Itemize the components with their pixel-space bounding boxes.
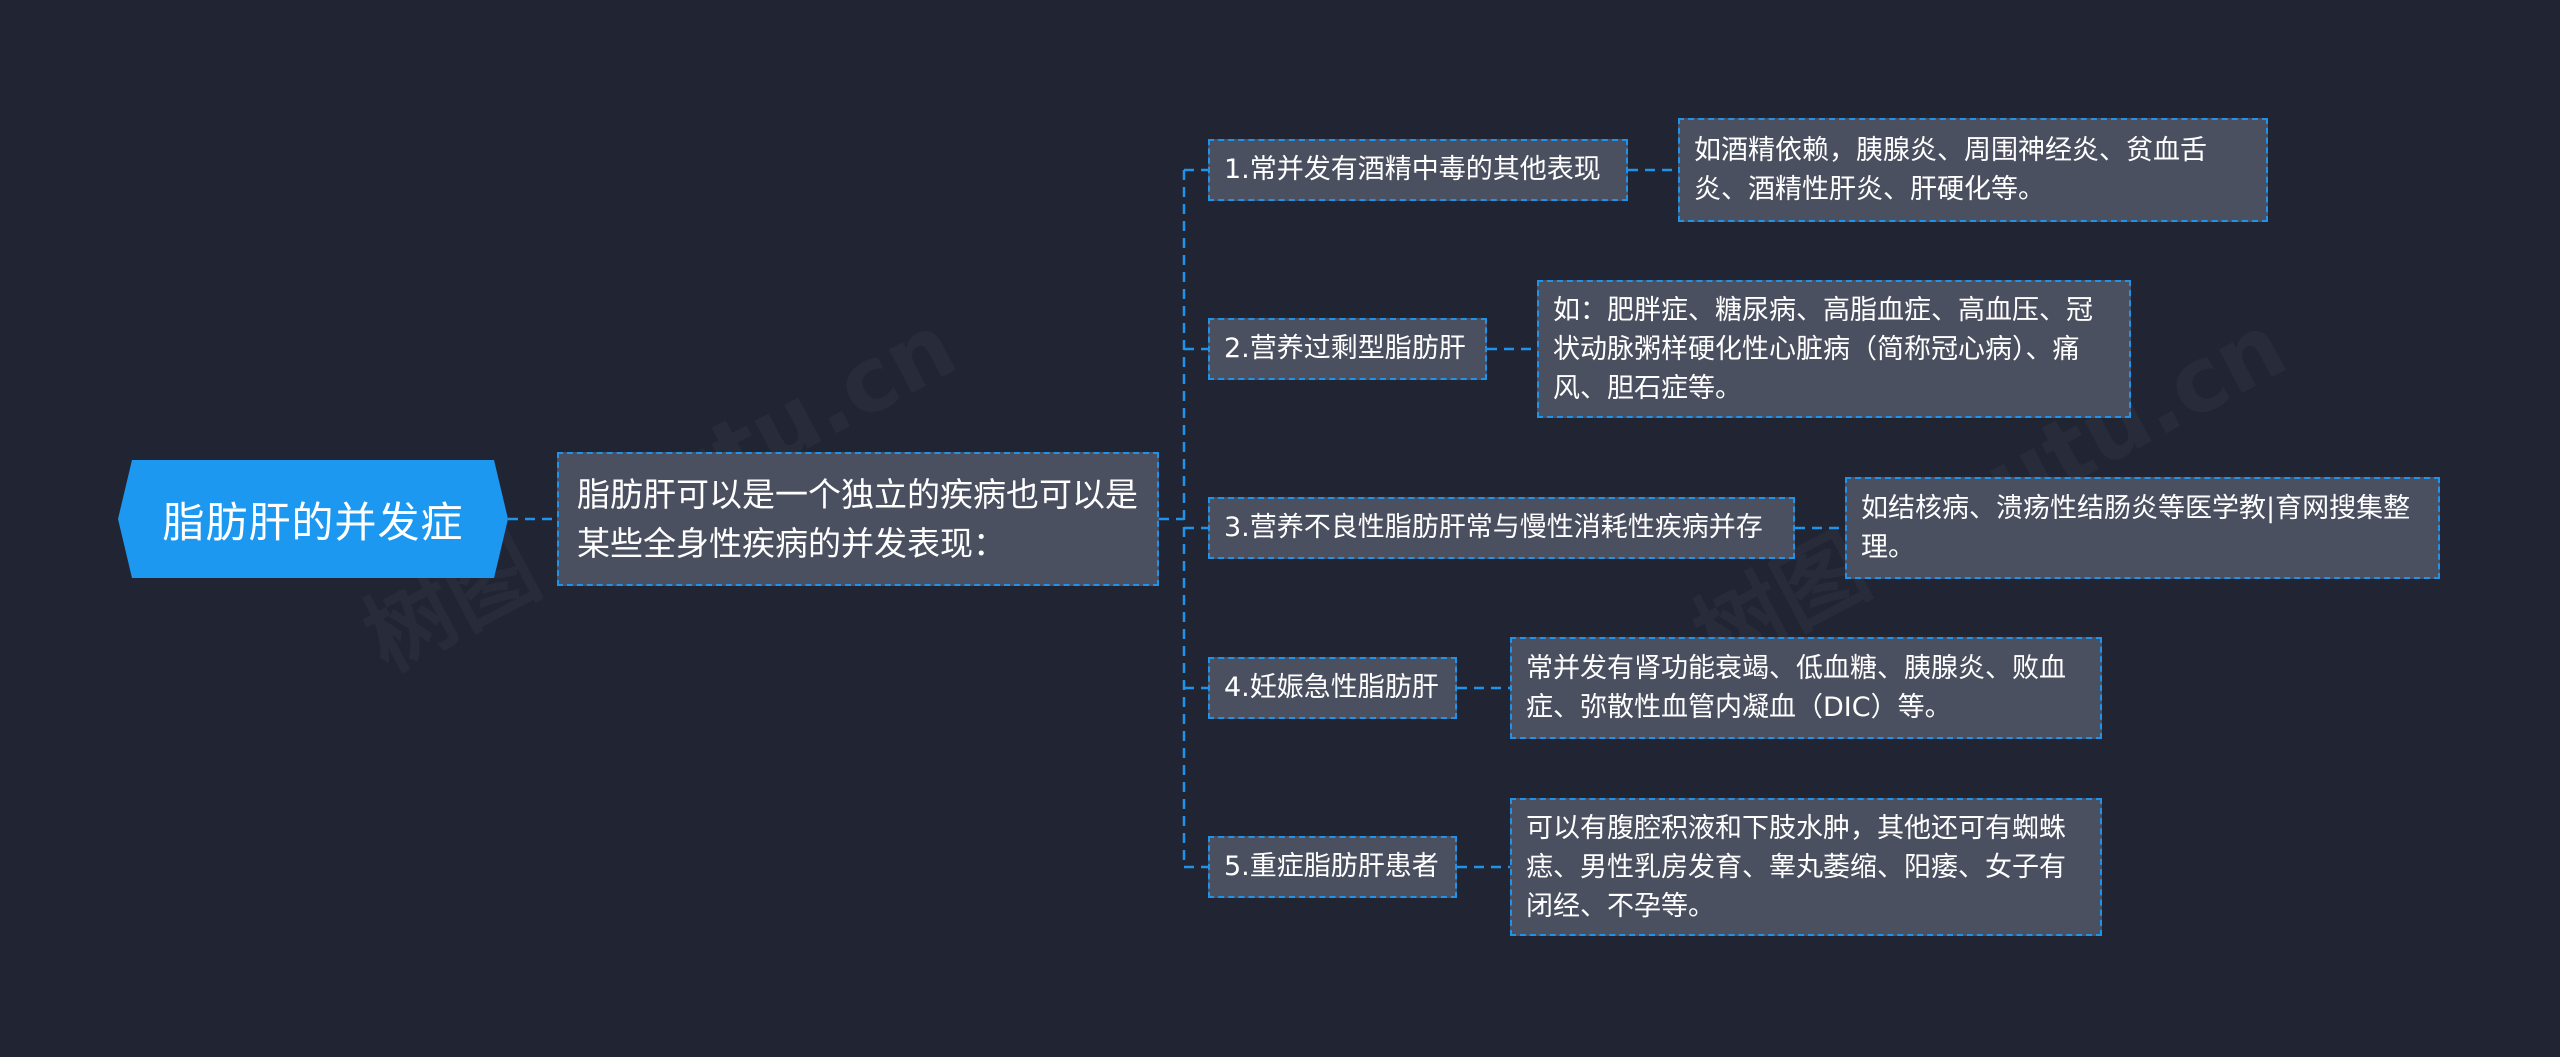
branch-label: 4.妊娠急性脂肪肝 bbox=[1224, 672, 1439, 703]
detail-node-4[interactable]: 常并发有肾功能衰竭、低血糖、胰腺炎、败血症、弥散性血管内凝血（DIC）等。 bbox=[1510, 637, 2102, 739]
branch-node-1[interactable]: 1.常并发有酒精中毒的其他表现 bbox=[1208, 139, 1628, 201]
detail-node-5[interactable]: 可以有腹腔积液和下肢水肿，其他还可有蜘蛛痣、男性乳房发育、睾丸萎缩、阳痿、女子有… bbox=[1510, 798, 2102, 936]
detail-text: 如酒精依赖，胰腺炎、周围神经炎、贫血舌炎、酒精性肝炎、肝硬化等。 bbox=[1694, 135, 2207, 205]
detail-text: 常并发有肾功能衰竭、低血糖、胰腺炎、败血症、弥散性血管内凝血（DIC）等。 bbox=[1526, 653, 2066, 723]
branch-node-2[interactable]: 2.营养过剩型脂肪肝 bbox=[1208, 318, 1487, 380]
detail-text: 如结核病、溃疡性结肠炎等医学教|育网搜集整理。 bbox=[1861, 493, 2411, 563]
level1-label: 脂肪肝可以是一个独立的疾病也可以是某些全身性疾病的并发表现： bbox=[577, 475, 1138, 563]
branch-label: 1.常并发有酒精中毒的其他表现 bbox=[1224, 154, 1601, 185]
detail-text: 可以有腹腔积液和下肢水肿，其他还可有蜘蛛痣、男性乳房发育、睾丸萎缩、阳痿、女子有… bbox=[1526, 812, 2066, 922]
branch-label: 3.营养不良性脂肪肝常与慢性消耗性疾病并存 bbox=[1224, 512, 1763, 543]
branch-node-3[interactable]: 3.营养不良性脂肪肝常与慢性消耗性疾病并存 bbox=[1208, 497, 1795, 559]
detail-text: 如：肥胖症、糖尿病、高脂血症、高血压、冠状动脉粥样硬化性心脏病（简称冠心病）、痛… bbox=[1553, 294, 2093, 404]
root-node[interactable]: 脂肪肝的并发症 bbox=[118, 460, 508, 578]
level1-node[interactable]: 脂肪肝可以是一个独立的疾病也可以是某些全身性疾病的并发表现： bbox=[557, 452, 1159, 586]
branch-label: 5.重症脂肪肝患者 bbox=[1224, 851, 1439, 882]
root-label: 脂肪肝的并发症 bbox=[162, 497, 464, 547]
branch-node-4[interactable]: 4.妊娠急性脂肪肝 bbox=[1208, 657, 1457, 719]
branch-label: 2.营养过剩型脂肪肝 bbox=[1224, 333, 1466, 364]
detail-node-2[interactable]: 如：肥胖症、糖尿病、高脂血症、高血压、冠状动脉粥样硬化性心脏病（简称冠心病）、痛… bbox=[1537, 280, 2131, 418]
detail-node-1[interactable]: 如酒精依赖，胰腺炎、周围神经炎、贫血舌炎、酒精性肝炎、肝硬化等。 bbox=[1678, 118, 2268, 222]
detail-node-3[interactable]: 如结核病、溃疡性结肠炎等医学教|育网搜集整理。 bbox=[1845, 477, 2440, 579]
branch-node-5[interactable]: 5.重症脂肪肝患者 bbox=[1208, 836, 1457, 898]
